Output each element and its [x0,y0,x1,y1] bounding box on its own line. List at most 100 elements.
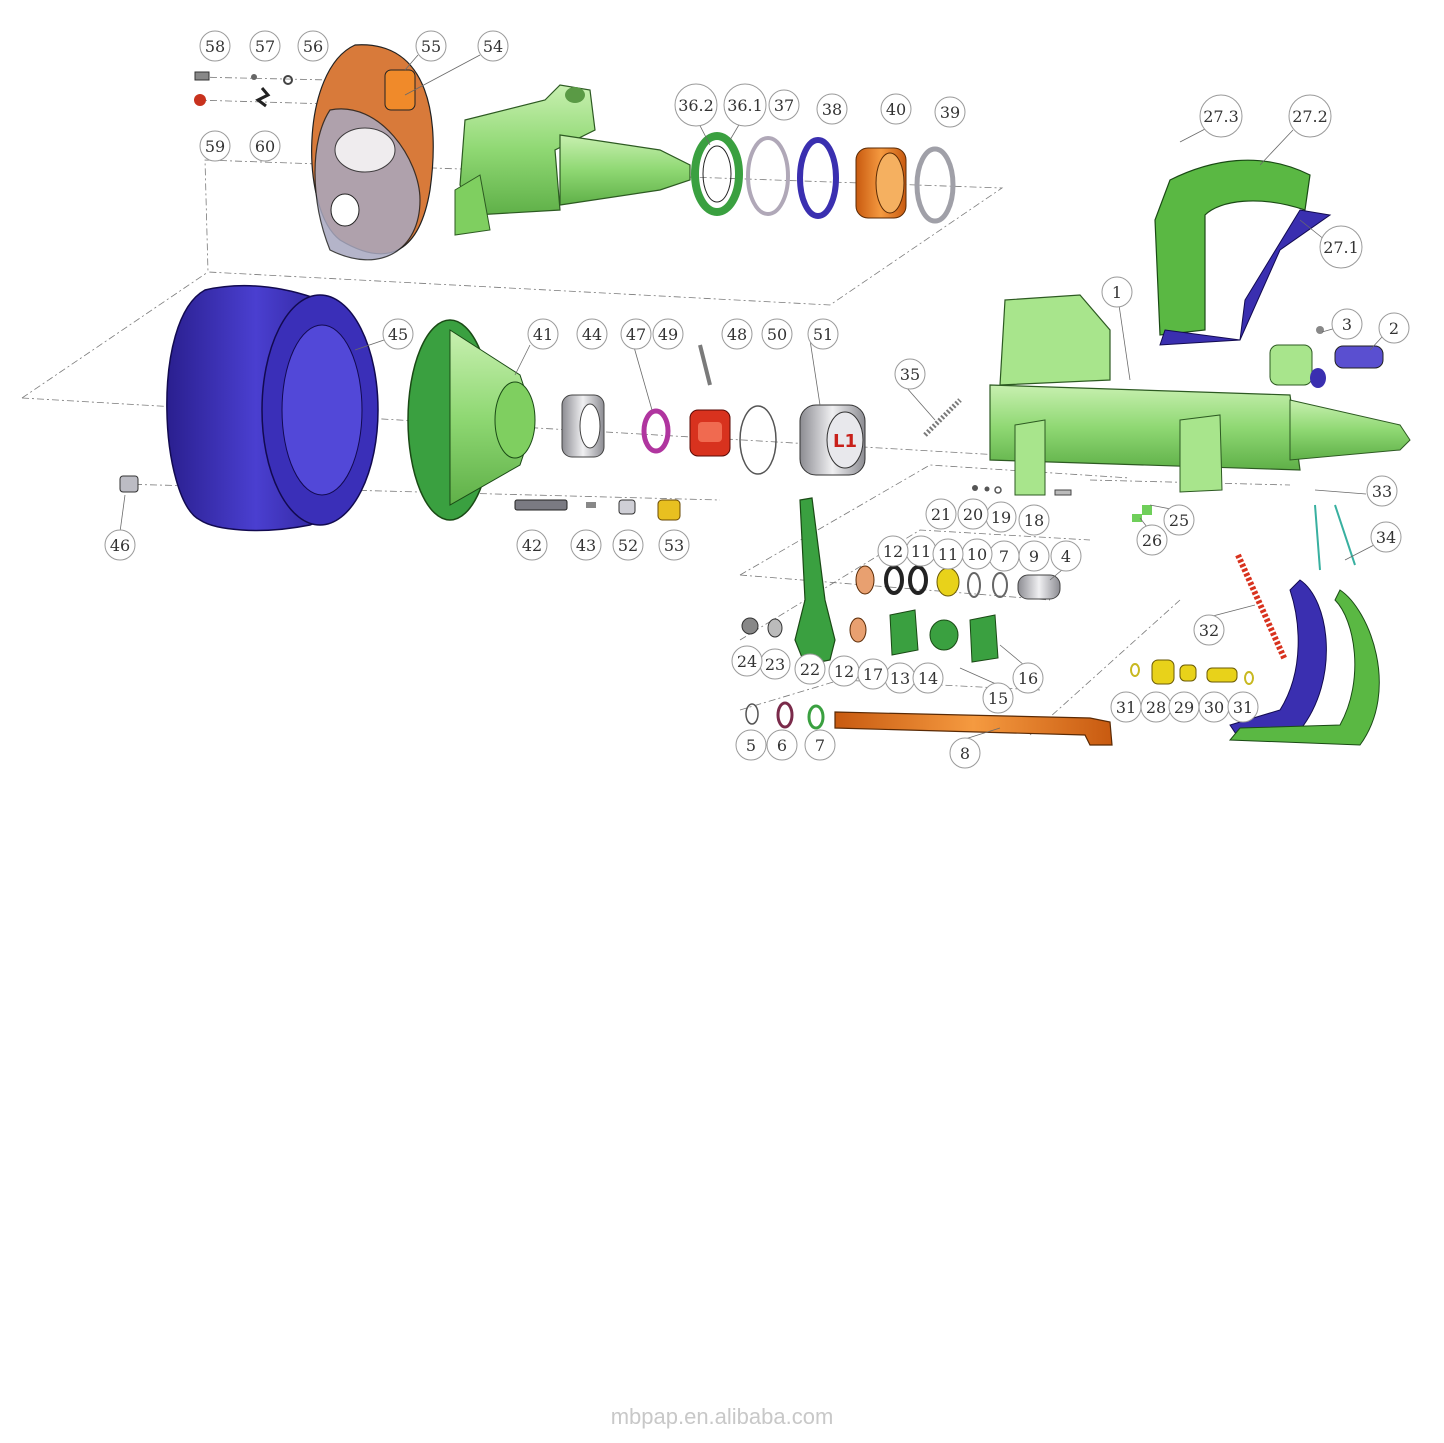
callout-label: 49 [658,325,678,344]
callout-57: 57 [249,30,281,62]
callout-31: 31 [1227,691,1259,723]
callout-label: 38 [822,100,842,119]
hub-seal-36-2 [691,132,743,216]
callout-label: 56 [303,37,323,56]
hub-cap-51: L1 [799,404,866,476]
callout-7: 7 [988,540,1020,572]
callout-label: 47 [626,325,646,344]
callout-circle [894,358,926,390]
callout-11: 11 [932,538,964,570]
callout-60: 60 [249,130,281,162]
callout-label: 34 [1376,528,1396,547]
callout-label: 2 [1389,319,1399,338]
callout-circle [912,662,944,694]
callout-label: 41 [533,325,553,344]
callout-circle [880,93,912,125]
callout-label: 53 [664,536,684,555]
callout-circle [982,682,1014,714]
callout-circle [620,318,652,350]
slack-adjuster [794,497,836,666]
callout-circle [735,729,767,761]
callout-45: 45 [382,318,414,350]
washer-43 [586,502,596,508]
callout-label: 44 [582,325,602,344]
grease-nipple-3 [1316,326,1324,334]
camshaft-bushings [855,565,1061,600]
callout-9: 9 [1018,540,1050,572]
callout-circle [1018,504,1050,536]
callout-circle [516,529,548,561]
callout-17: 17 [857,658,889,690]
callout-circle [652,318,684,350]
callout-label: 5 [746,736,756,755]
callout-48: 48 [721,318,753,350]
brake-drum [166,284,379,532]
thrust-ring-37 [746,136,790,216]
callout-16: 16 [1012,662,1044,694]
callout-label: 50 [767,325,787,344]
callout-label: 27.3 [1203,107,1239,126]
callout-circle [761,318,793,350]
callout-label: 28 [1146,698,1166,717]
callout-49: 49 [652,318,684,350]
callout-circle [877,535,909,567]
small-bolts-18-21 [972,485,1152,522]
callout-2: 2 [1378,312,1410,344]
callout-6: 6 [766,729,798,761]
callout-label: 29 [1174,698,1194,717]
callout-label: 58 [205,37,225,56]
callout-38: 38 [816,93,848,125]
callout-label: 48 [727,325,747,344]
callout-29: 29 [1168,691,1200,723]
callout-label: 20 [963,505,983,524]
callout-label: 43 [576,536,596,555]
callout-35: 35 [894,358,926,390]
callout-label: 27.1 [1323,238,1359,257]
callout-circle [382,318,414,350]
outer-bearing-44 [561,394,605,458]
callout-circle [570,529,602,561]
callout-36-2: 36.2 [674,83,718,127]
callout-circle [477,30,509,62]
callout-8: 8 [949,737,981,769]
callout-label: 7 [999,547,1009,566]
callout-label: 30 [1204,698,1224,717]
callout-21: 21 [925,498,957,530]
callout-label: 16 [1018,669,1038,688]
callout-leaders [119,54,1383,741]
callout-circle [1199,94,1243,138]
callout-label: 39 [940,103,960,122]
callout-4: 4 [1050,540,1082,572]
hub-cap-logo: L1 [833,431,857,452]
callout-33: 33 [1366,475,1398,507]
callout-32: 32 [1193,614,1225,646]
callout-label: 54 [483,37,503,56]
callout-circle [1018,540,1050,572]
callout-13: 13 [884,662,916,694]
callout-label: 31 [1233,698,1253,717]
callout-label: 11 [911,542,931,561]
rollers-28-31 [1130,659,1254,685]
callout-label: 7 [815,736,825,755]
callout-label: 18 [1024,511,1044,530]
return-spring-32 [1235,553,1288,662]
spacer-ring-39 [914,146,956,224]
callout-circle [249,30,281,62]
callout-label: 21 [931,505,951,524]
callout-label: 33 [1372,482,1392,501]
callout-37: 37 [768,89,800,121]
callout-22: 22 [794,653,826,685]
callout-circle [723,83,767,127]
callout-label: 45 [388,325,408,344]
callout-label: 27.2 [1292,107,1328,126]
callout-circle [721,318,753,350]
callout-label: 52 [618,536,638,555]
callout-circle [794,653,826,685]
callout-24: 24 [731,645,763,677]
callout-41: 41 [527,318,559,350]
watermark: mbpap.en.alibaba.com [610,1404,834,1429]
callout-50: 50 [761,318,793,350]
callout-52: 52 [612,529,644,561]
